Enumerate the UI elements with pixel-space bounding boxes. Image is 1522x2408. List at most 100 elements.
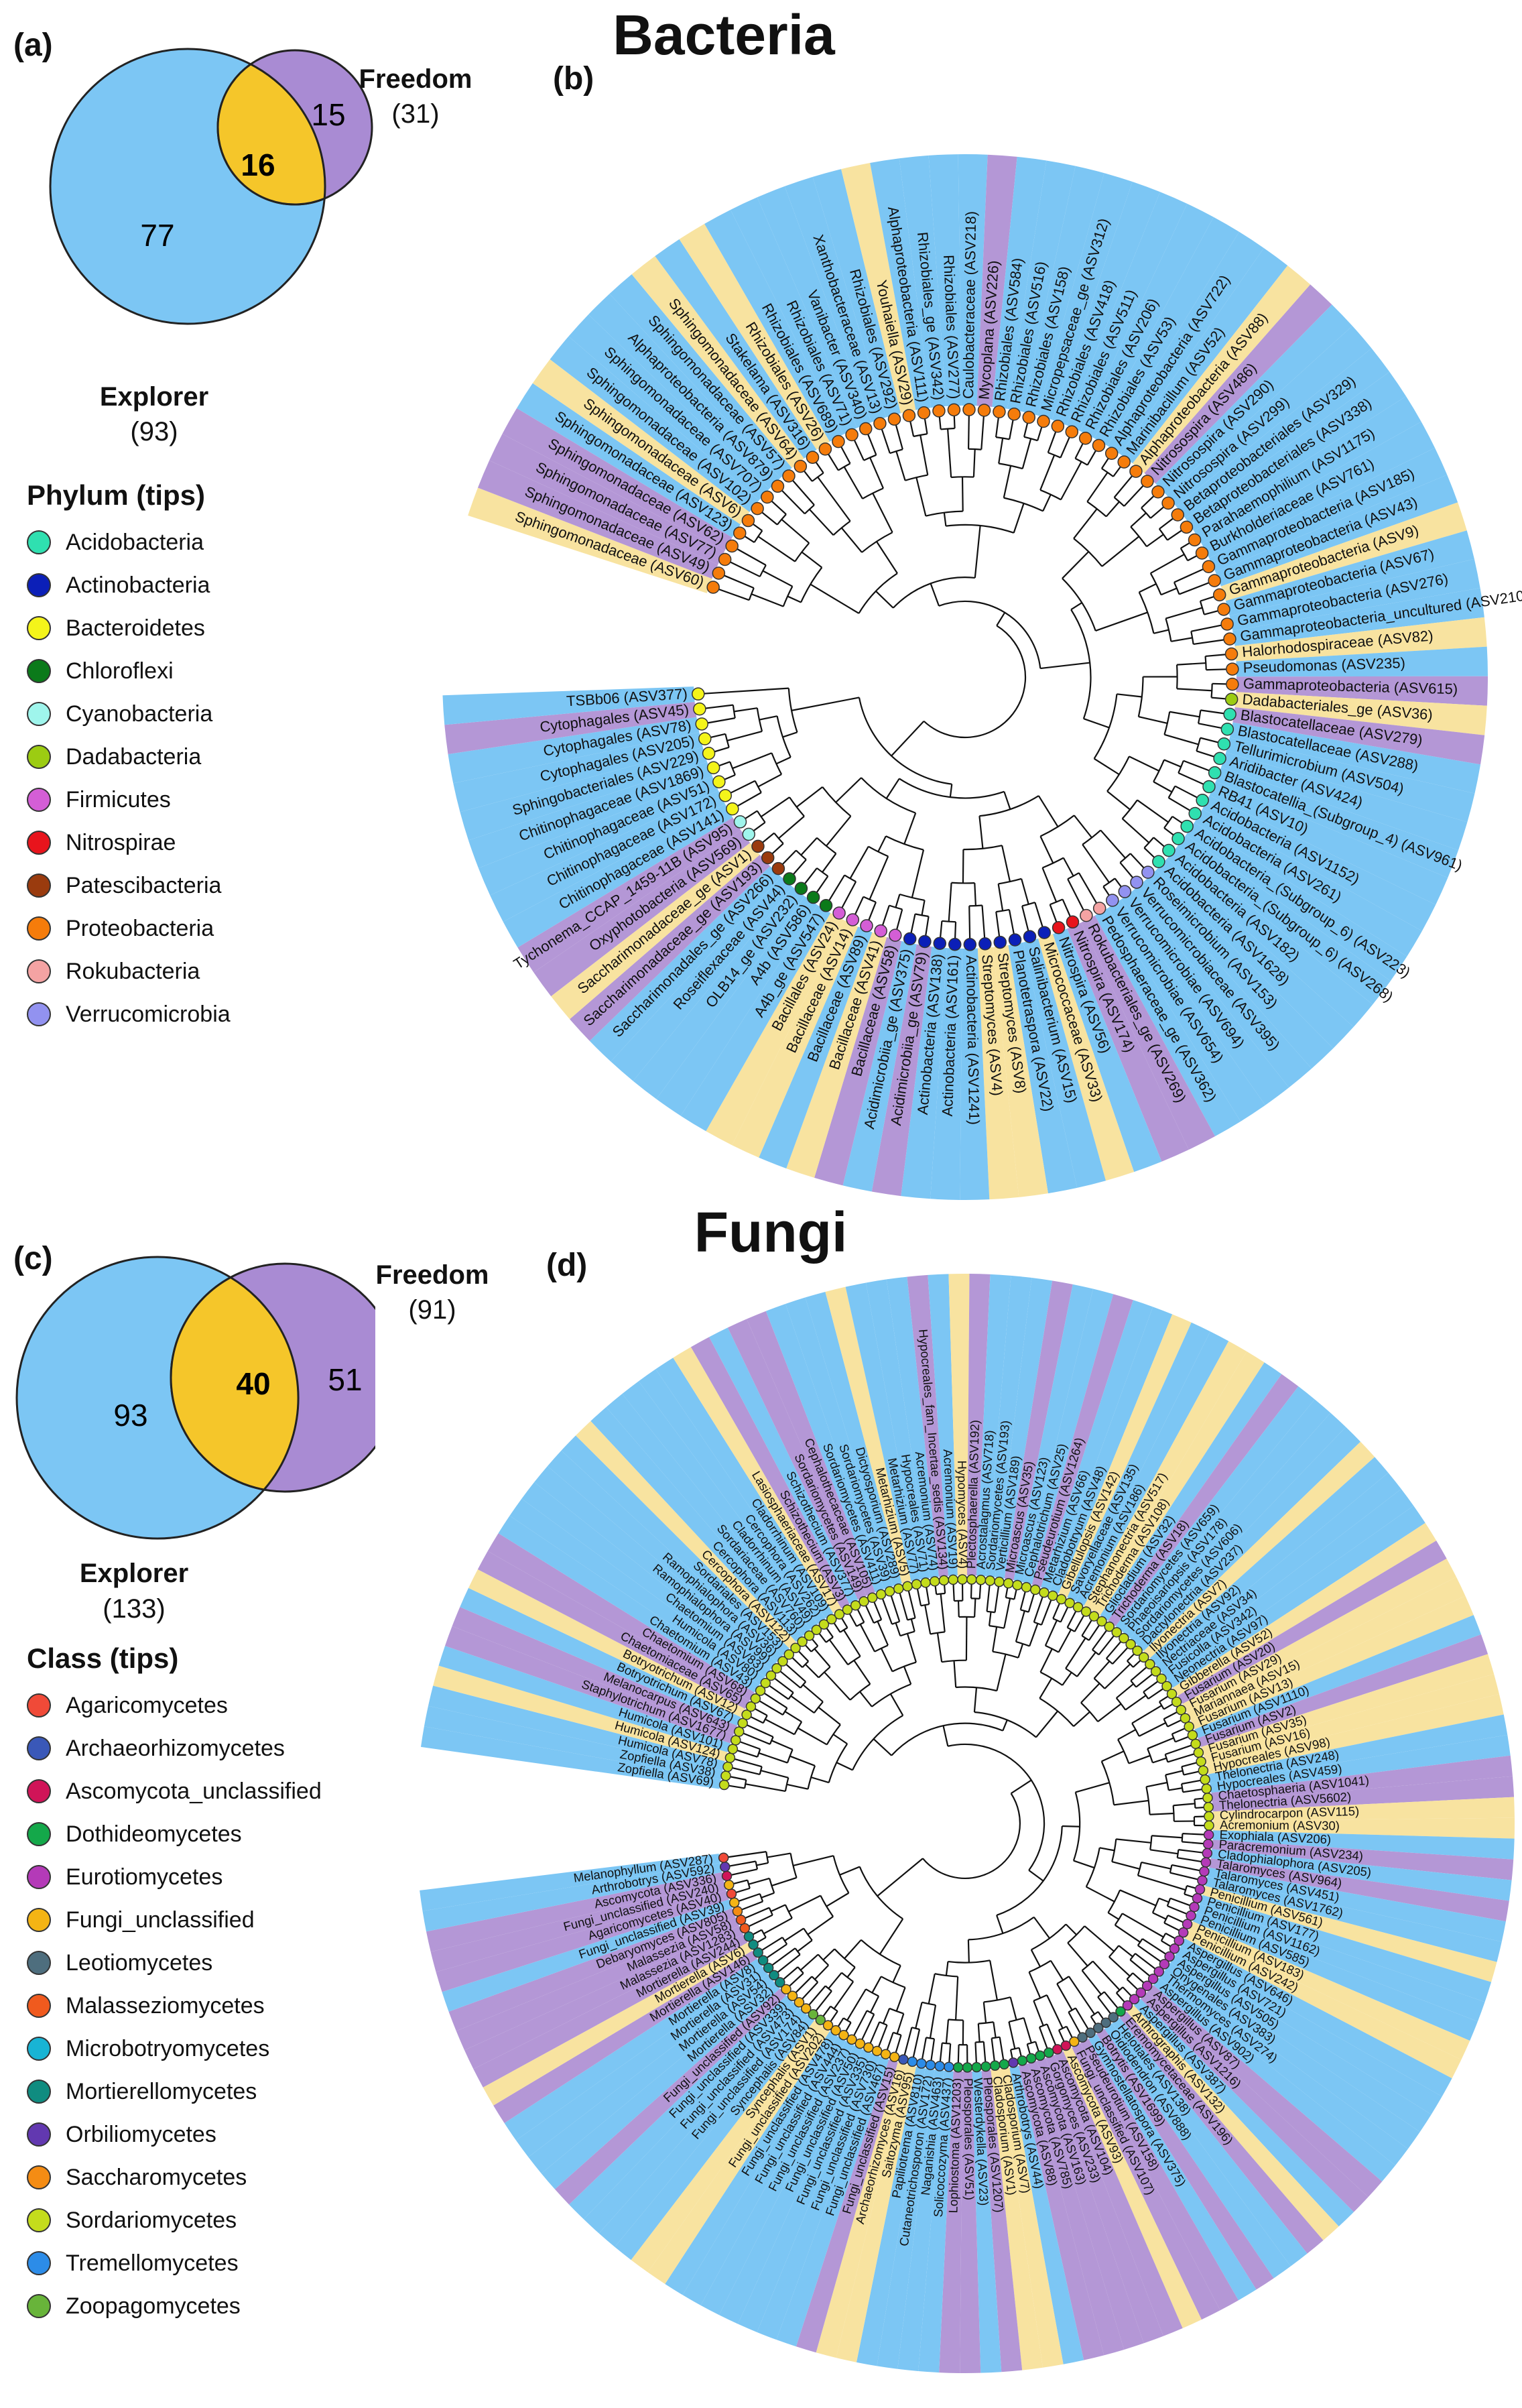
tip-point xyxy=(1184,1721,1194,1732)
tip-point xyxy=(782,469,796,483)
legend-label: Dothideomycetes xyxy=(66,1821,242,1847)
label-band xyxy=(428,1685,725,1770)
label-band xyxy=(786,932,887,1178)
venn-overlap xyxy=(216,63,326,206)
tip-point xyxy=(1008,2057,1019,2068)
tip-point xyxy=(718,552,732,566)
tip-point xyxy=(830,2025,841,2036)
class-legend-item: Dothideomycetes xyxy=(27,1813,389,1856)
tip-point xyxy=(1182,1919,1193,1929)
tip-point xyxy=(863,2042,874,2053)
tip-point xyxy=(875,1589,887,1600)
label-band xyxy=(1104,2023,1291,2279)
tip-point xyxy=(1224,647,1239,661)
tip-point xyxy=(903,932,917,946)
tip-point xyxy=(1065,425,1079,438)
label-band xyxy=(673,1347,842,1614)
label-band xyxy=(424,1705,723,1780)
label-band xyxy=(1094,908,1241,1137)
tip-point xyxy=(1213,751,1226,766)
tip-point xyxy=(867,1592,878,1604)
label-band xyxy=(420,1726,721,1789)
tip-point xyxy=(1201,1783,1212,1794)
tip-point xyxy=(1199,1866,1210,1877)
tip-point xyxy=(1066,915,1080,929)
legend-label: Actinobacteria xyxy=(66,572,210,598)
label-band xyxy=(1201,1654,1495,1756)
phylum-legend-item: Nitrospirae xyxy=(27,821,375,864)
tip-point xyxy=(993,935,1007,949)
label-band xyxy=(886,1276,939,1578)
label-band xyxy=(448,1908,736,2031)
tip-point xyxy=(1122,2000,1133,2011)
label-band xyxy=(1226,737,1475,823)
label-band xyxy=(622,1381,818,1630)
label-band xyxy=(568,314,770,501)
label-band xyxy=(611,876,793,1081)
legend-swatch xyxy=(27,1693,51,1718)
tip-point xyxy=(1078,431,1092,445)
label-band xyxy=(785,1297,893,1589)
label-band xyxy=(1013,1284,1094,1583)
tip-point xyxy=(1064,1598,1075,1608)
label-band xyxy=(977,947,1019,1200)
legend-label: Malasseziomycetes xyxy=(66,1992,265,2019)
tip-point xyxy=(1132,1645,1143,1657)
label-band xyxy=(1206,1694,1504,1774)
label-band xyxy=(757,186,872,428)
label-band xyxy=(757,2053,880,2340)
legend-swatch xyxy=(27,573,51,597)
tip-point xyxy=(722,1761,733,1772)
tip-point xyxy=(1224,693,1239,706)
bacteria-title: Bacteria xyxy=(613,3,835,66)
tip-point xyxy=(1104,446,1119,461)
label-band xyxy=(1212,1817,1515,1839)
tip-point xyxy=(771,1663,782,1674)
label-band xyxy=(561,1435,789,1656)
label-band xyxy=(1076,1331,1229,1606)
label-band xyxy=(503,804,733,948)
label-band xyxy=(477,460,718,579)
tip-point xyxy=(929,1576,940,1587)
tip-point xyxy=(902,1581,913,1592)
tip-point xyxy=(1080,1606,1092,1617)
label-band xyxy=(598,2008,808,2247)
tip-point xyxy=(761,490,774,504)
tip-point xyxy=(834,1609,845,1620)
legend-label: Leotiomycetes xyxy=(66,1949,213,1976)
label-band xyxy=(845,1282,921,1581)
class-legend-item: Sordariomycetes xyxy=(27,2199,389,2242)
label-band xyxy=(1199,1894,1492,2002)
legend-swatch xyxy=(27,959,51,983)
label-band xyxy=(1037,173,1133,420)
tip-point xyxy=(933,937,947,950)
label-band xyxy=(477,1551,750,1709)
legend-label: Acidobacteria xyxy=(66,529,204,555)
tip-point xyxy=(1125,1639,1136,1650)
label-band xyxy=(1159,1970,1408,2166)
tip-point xyxy=(1166,1689,1178,1699)
label-band xyxy=(976,1274,1011,1577)
tip-point xyxy=(993,405,1006,419)
label-band xyxy=(633,886,805,1099)
label-band xyxy=(448,717,700,784)
tip-label: Actinobacteria (ASV1241) xyxy=(963,955,983,1126)
label-band xyxy=(1208,1714,1508,1784)
legend-swatch xyxy=(27,659,51,683)
phylum-legend-item: Dadabacteria xyxy=(27,735,375,778)
tip-point xyxy=(822,2020,834,2031)
label-band xyxy=(1175,1946,1442,2115)
tip-point xyxy=(811,1624,822,1636)
label-band xyxy=(583,2002,800,2234)
tip-point xyxy=(751,839,765,853)
legend-swatch xyxy=(27,1779,51,1803)
tip-point xyxy=(962,403,976,416)
tip-point xyxy=(741,514,755,528)
label-band xyxy=(569,1995,794,2220)
class-legend-item: Microbotryomycetes xyxy=(27,2027,389,2070)
tip-point xyxy=(1092,2023,1104,2033)
label-band xyxy=(704,209,844,442)
label-band xyxy=(1234,692,1487,735)
tip-point xyxy=(794,459,808,473)
label-band xyxy=(985,1275,1032,1577)
